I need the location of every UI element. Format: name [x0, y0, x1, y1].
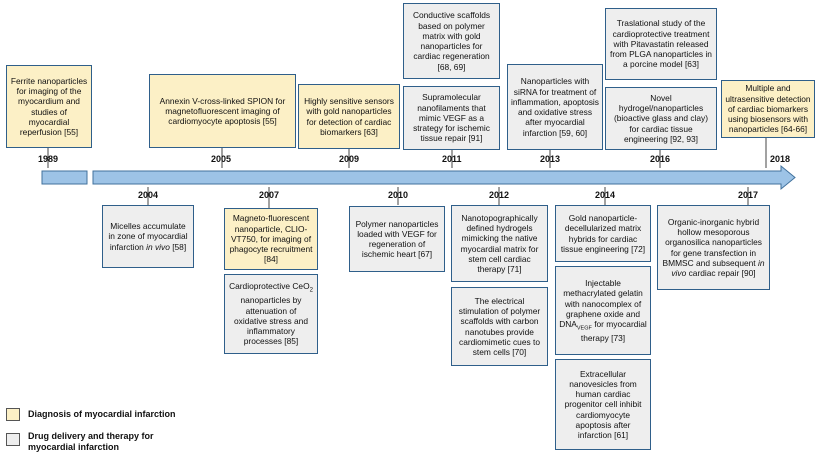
event-2014-gold-decellularized-matrix: Gold nanoparticle-decellularized matrix …	[555, 205, 651, 262]
event-2014-graphene-gelatin: Injectable methacrylated gelatin with na…	[555, 266, 651, 355]
legend-swatch-diagnosis	[6, 408, 20, 421]
event-2018-multiple-detection: Multiple and ultrasensitive detection of…	[721, 80, 815, 138]
year-2014: 2014	[595, 190, 616, 200]
event-2011-supramolecular-nanofilaments: Supramolecular nanofilaments that mimic …	[403, 86, 500, 150]
event-2007-ceo2-nanoparticles: Cardioprotective CeO2 nanoparticles by a…	[224, 274, 318, 354]
event-2016-hydrogel-nanoparticles: Novel hydrogel/nanoparticles (bioactive …	[605, 87, 717, 150]
event-2016-pitavastatin-plga: Traslational study of the cardioprotecti…	[605, 8, 717, 80]
year-2011: 2011	[442, 154, 462, 164]
event-2017-organosilica-nanoparticles: Organic-inorganic hybrid hollow mesoporo…	[657, 205, 770, 290]
year-2009: 2009	[339, 154, 360, 164]
event-1989-ferrite-imaging: Ferrite nanoparticles for imaging of the…	[6, 65, 92, 148]
event-2013-sirna-nanoparticles: Nanoparticles with siRNA for treatment o…	[507, 64, 603, 150]
year-1989: 1989	[38, 154, 59, 164]
legend-label-diagnosis: Diagnosis of myocardial infarction	[28, 409, 176, 419]
event-2005-annexin-spion: Annexin V-cross-linked SPION for magneto…	[149, 74, 296, 148]
event-2012-carbon-nanotubes: The electrical stimulation of polymer sc…	[451, 287, 548, 366]
year-2012: 2012	[489, 190, 510, 200]
year-2005: 2005	[211, 154, 232, 164]
year-2010: 2010	[388, 190, 409, 200]
event-2007-clio-vt750: Magneto-fluorescent nanoparticle, CLIO-V…	[224, 208, 318, 270]
event-2010-polymer-vegf: Polymer nanoparticles loaded with VEGF f…	[349, 206, 445, 272]
event-2014-extracellular-nanovesicles: Extracellular nanovesicles from human ca…	[555, 359, 651, 450]
legend-swatch-therapy	[6, 433, 20, 446]
year-2016: 2016	[650, 154, 671, 164]
event-2011-conductive-scaffolds: Conductive scaffolds based on polymer ma…	[403, 3, 500, 79]
year-2013: 2013	[540, 154, 561, 164]
event-2012-nanotopographic-hydrogels: Nanotopographically defined hydrogels mi…	[451, 205, 548, 282]
legend-label-therapy: Drug delivery and therapy for myocardial…	[28, 431, 154, 452]
event-2009-gold-sensors: Highly sensitive sensors with gold nanop…	[298, 84, 400, 149]
year-2007: 2007	[259, 190, 280, 200]
event-2004-micelles: Micelles accumulate in zone of myocardia…	[102, 205, 194, 268]
year-2018: 2018	[770, 154, 791, 164]
year-2004: 2004	[138, 190, 159, 200]
timeline-arrow-stub	[41, 170, 88, 185]
year-2017: 2017	[738, 190, 759, 200]
timeline-arrow-body	[92, 164, 796, 191]
